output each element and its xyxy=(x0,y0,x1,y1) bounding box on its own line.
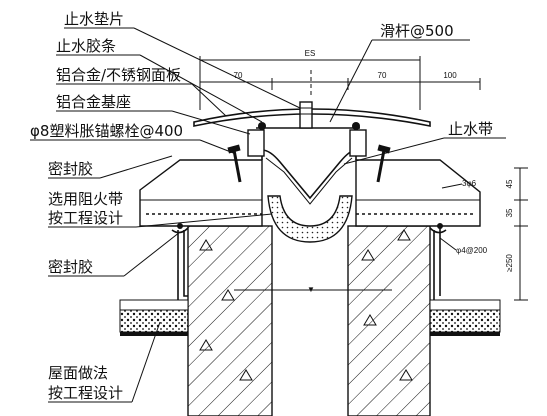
svg-text:▼: ▼ xyxy=(307,285,315,294)
label-fire-belt-1: 选用阻火带 xyxy=(48,190,123,208)
dim-height-35: 35 xyxy=(505,208,514,217)
aluminium-base xyxy=(247,127,367,157)
anchor-bolt-right xyxy=(376,144,391,183)
label-slide-bar: 滑杆@500 xyxy=(380,22,454,40)
dim-height-45: 45 xyxy=(505,179,514,188)
left-roof-layers xyxy=(119,230,189,336)
right-concrete-wall xyxy=(347,225,431,416)
label-water-stop-gasket: 止水垫片 xyxy=(64,10,124,28)
label-face-plate: 铝合金/不锈钢面板 xyxy=(56,66,181,84)
label-sealant-bottom: 密封胶 xyxy=(48,258,93,276)
dim-right-70: 70 xyxy=(378,71,387,80)
label-water-stop-strip: 止水胶条 xyxy=(56,37,116,55)
rebar-top-label: 3φ6 xyxy=(462,179,477,188)
label-fire-belt-2: 按工程设计 xyxy=(48,209,123,227)
left-labels: 止水垫片 止水胶条 铝合金/不锈钢面板 铝合金基座 φ8塑料胀锚螺栓@400 密… xyxy=(30,10,301,403)
right-curb xyxy=(355,159,481,234)
right-roof-layers xyxy=(429,226,501,336)
rebar-side-label: φ4@200 xyxy=(456,246,488,255)
face-plate xyxy=(193,101,431,130)
label-water-stop-belt: 止水带 xyxy=(448,120,493,138)
dim-height-250: ≥250 xyxy=(505,254,514,272)
left-concrete-wall xyxy=(187,225,273,416)
dim-left-70: 70 xyxy=(234,71,243,80)
label-sealant-top: 密封胶 xyxy=(48,160,93,178)
left-curb xyxy=(139,159,263,234)
label-roof-1: 屋面做法 xyxy=(48,364,108,382)
label-base: 铝合金基座 xyxy=(56,93,131,111)
right-dimensions: 45 35 ≥250 3φ6 φ4@200 xyxy=(439,167,528,301)
label-anchor-bolt: φ8塑料胀锚螺栓@400 xyxy=(30,122,183,140)
dim-es: ES xyxy=(305,49,316,58)
anchor-bolt-left xyxy=(227,144,242,183)
dim-edge-100: 100 xyxy=(443,71,457,80)
right-labels: 滑杆@500 止水带 xyxy=(329,22,506,165)
fire-barrier-belt xyxy=(267,195,353,243)
centre-line: ▼ xyxy=(234,70,392,294)
label-roof-2: 按工程设计 xyxy=(48,384,123,402)
